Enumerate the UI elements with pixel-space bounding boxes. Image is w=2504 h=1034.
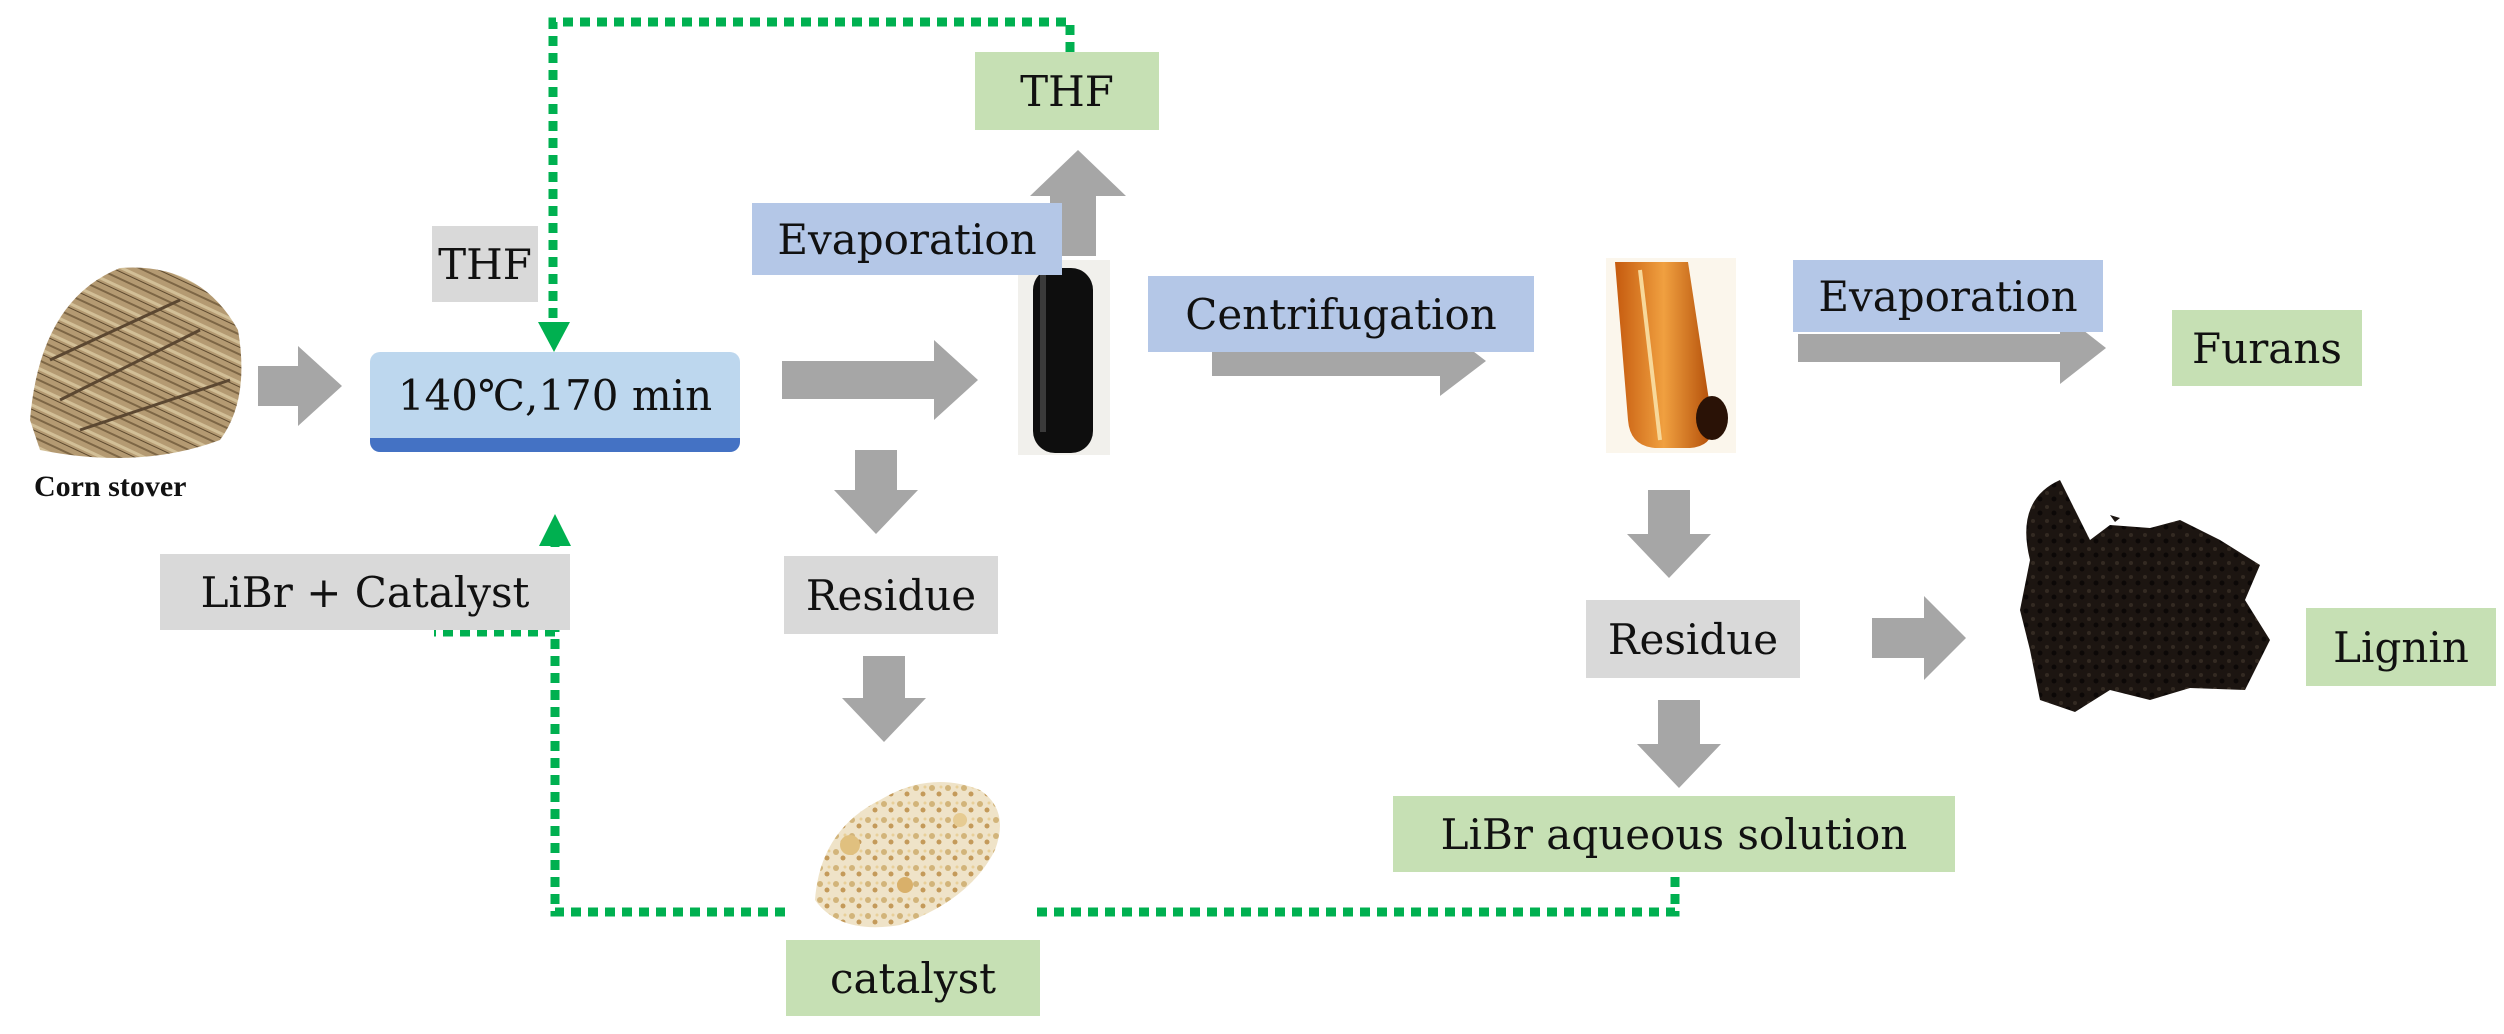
- reactor-conditions-text: 140℃,170 min: [397, 370, 713, 420]
- recycle-arrowhead-top: [538, 322, 570, 352]
- libr-solution-label: LiBr aqueous solution: [1393, 796, 1955, 872]
- thf-recovered-label: THF: [975, 52, 1159, 130]
- libr-catalyst-label: LiBr + Catalyst: [160, 554, 570, 630]
- catalyst-label: catalyst: [786, 940, 1040, 1016]
- evaporation-step-2: Evaporation: [1793, 260, 2103, 332]
- residue-label-2: Residue: [1586, 600, 1800, 678]
- flow-arrow-down-catalyst: [842, 656, 926, 742]
- corn-stover-photo: [18, 256, 254, 462]
- recycle-line-catalyst: [550, 530, 785, 917]
- flow-arrow-down-libr: [1637, 700, 1721, 788]
- flow-arrow-down-residue-1: [834, 450, 918, 534]
- dark-liquor-tube-photo: [1018, 260, 1110, 455]
- catalyst-powder-photo: [785, 738, 1037, 940]
- flow-arrow-to-furans: [1798, 312, 2106, 384]
- reactor-conditions-box: 140℃,170 min: [370, 352, 740, 452]
- recycle-line-thf: [548, 17, 1075, 330]
- flow-arrow-feed: [258, 346, 342, 426]
- furans-label: Furans: [2172, 310, 2362, 386]
- flow-arrow-reaction: [782, 340, 978, 420]
- flow-arrow-to-lignin: [1872, 596, 1966, 680]
- evaporation-step-1: Evaporation: [752, 203, 1062, 275]
- lignin-label: Lignin: [2306, 608, 2496, 686]
- thf-feed-label: THF: [432, 226, 538, 302]
- amber-liquid-tube-photo: [1606, 258, 1736, 453]
- recycle-line-libr: [1037, 868, 1680, 917]
- centrifugation-step: Centrifugation: [1148, 276, 1534, 352]
- residue-label-1: Residue: [784, 556, 998, 634]
- flow-arrow-down-residue-2: [1627, 490, 1711, 578]
- corn-stover-caption: Corn stover: [34, 470, 187, 503]
- flow-arrow-centrifugation: [1212, 326, 1486, 396]
- lignin-powder-photo: [2020, 480, 2270, 712]
- recycle-arrowhead-bottom: [539, 514, 571, 546]
